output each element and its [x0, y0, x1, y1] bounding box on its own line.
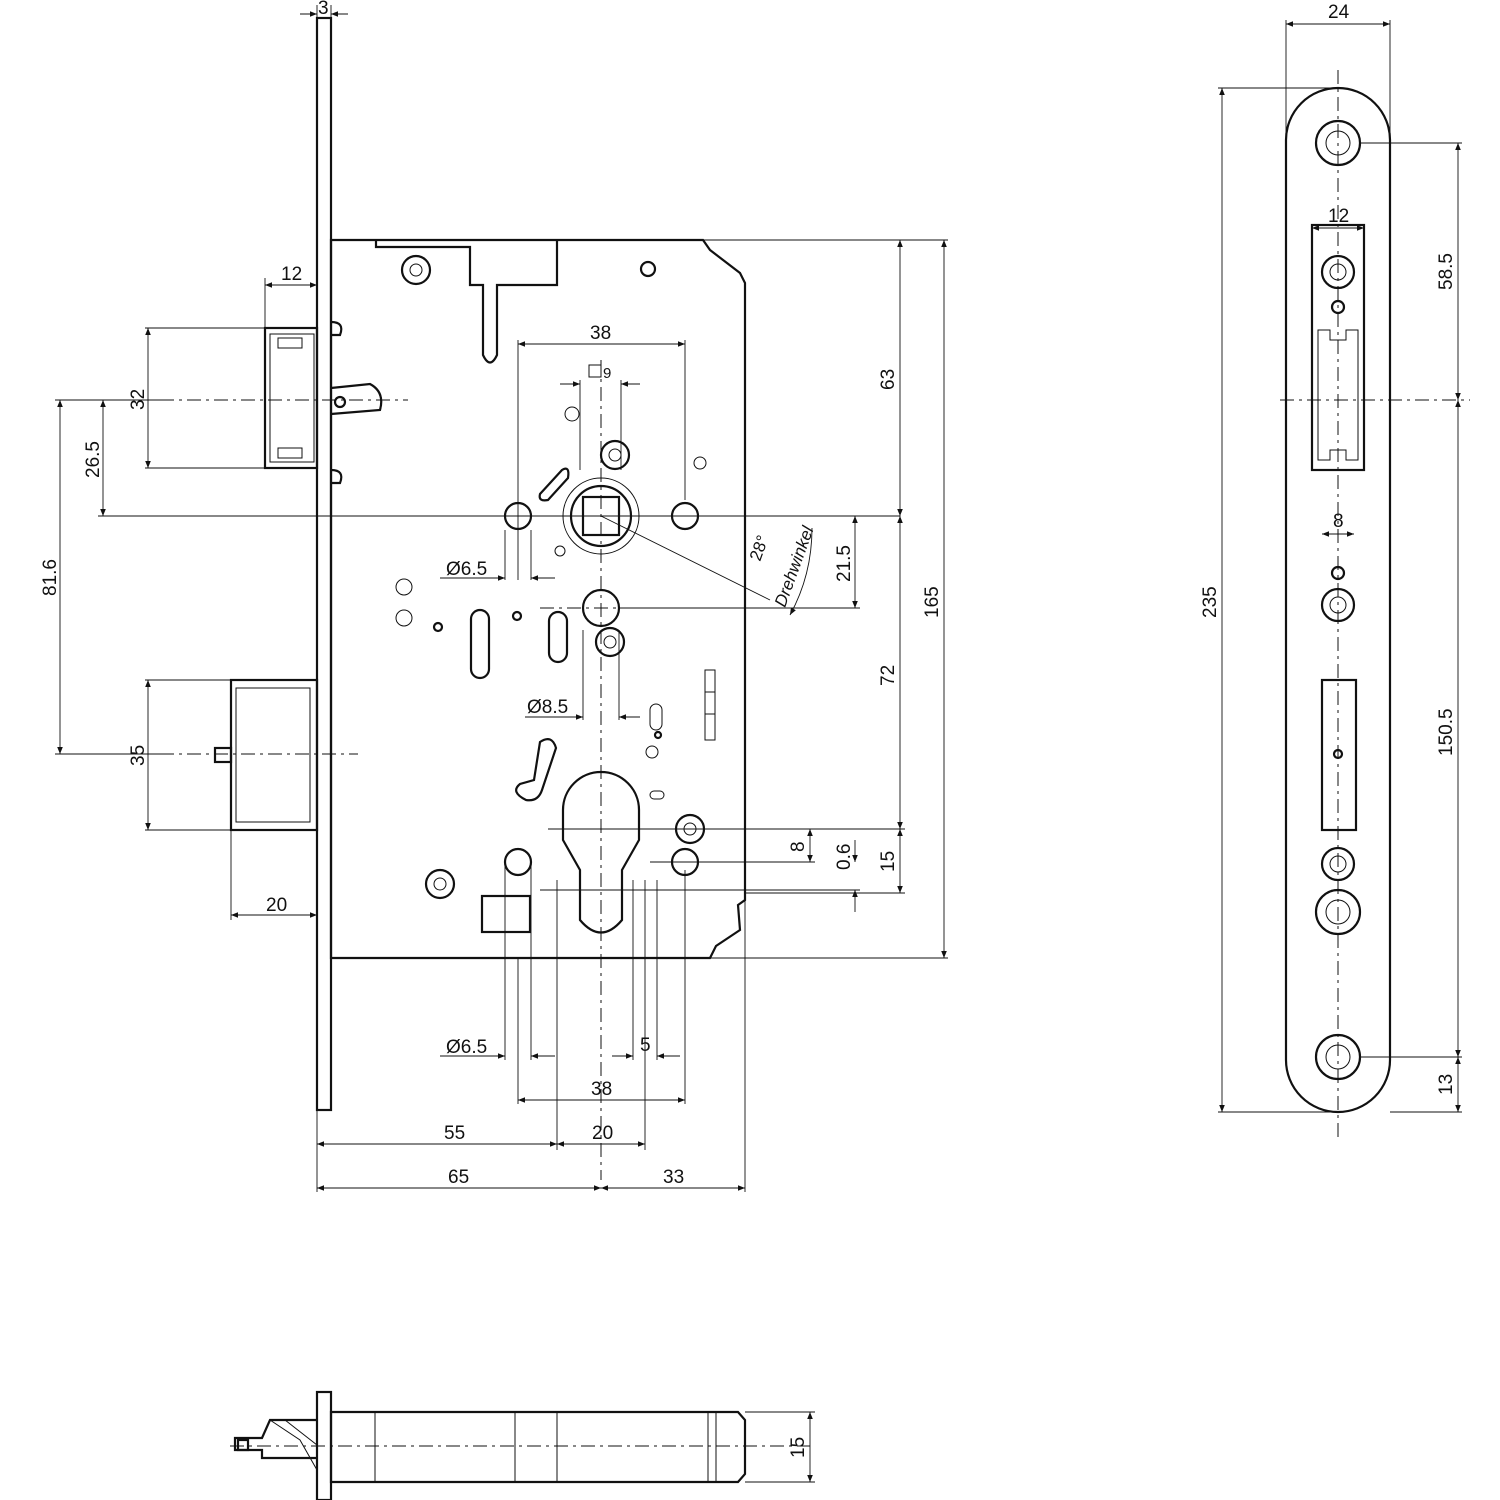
dim-165: 165: [922, 586, 943, 618]
front-view: 3 12 32 26.5 81.6 35 20 38: [40, 0, 1339, 1192]
top-tab: [374, 240, 559, 364]
latch-pivot: [333, 395, 347, 409]
dim-upper-distance: 58.5: [1436, 253, 1457, 290]
torx-screw-middle: [1320, 587, 1356, 623]
dim-latch-height: 32: [128, 389, 149, 410]
rotation-angle: 28°: [746, 533, 773, 564]
dim-deadbolt-throw: 20: [266, 895, 287, 916]
rotation-label: Drehwinkel: [771, 523, 818, 610]
dim-total-length: 235: [1200, 586, 1221, 618]
slot: [469, 608, 491, 680]
hole: [693, 456, 707, 470]
deadbolt: [213, 678, 319, 832]
dim-65: 65: [448, 1167, 469, 1188]
faceplate: [315, 16, 333, 1112]
hole: [432, 621, 444, 633]
side-view: 24 12 58.5 8 235 150.5 13: [1200, 2, 1470, 1114]
upper-latch-slot: [1310, 223, 1366, 472]
latch-bolt: [263, 320, 343, 485]
dim-faceplate-thickness: 3: [318, 0, 329, 19]
slot: [649, 790, 665, 800]
spring-block: [704, 669, 716, 741]
dim-8: 8: [788, 841, 809, 852]
actuator-block: [480, 894, 532, 934]
dim-follower-spacing-top: 38: [590, 323, 611, 344]
bottom-view: 15: [230, 1390, 815, 1500]
hole: [395, 578, 413, 596]
dim-lower-slot-width: 8: [1333, 511, 1344, 532]
hole: [639, 260, 657, 278]
slot: [547, 610, 569, 664]
torx-screw-upper: [1320, 254, 1356, 290]
dim-63: 63: [878, 369, 899, 390]
dim-21-5: 21.5: [834, 545, 855, 582]
hole: [645, 745, 659, 759]
dim-55: 55: [444, 1123, 465, 1144]
dim-end-distance: 13: [1436, 1074, 1457, 1095]
dim-deadbolt-height: 35: [128, 745, 149, 766]
torx-screw-bottom-left: [424, 868, 456, 900]
lower-deadbolt-slot: [1320, 678, 1358, 832]
torx-screw-lower: [1320, 846, 1356, 882]
dim-follower-spacing-bottom: 38: [591, 1079, 612, 1100]
dim-0-6: 0.6: [834, 844, 855, 870]
dim-5: 5: [640, 1035, 651, 1056]
dim-backset-distance: 81.6: [40, 559, 61, 596]
dim-hole-dia-middle: Ø8.5: [527, 697, 568, 718]
slot: [649, 703, 663, 731]
torx-screw-bottom-upper: [1314, 888, 1362, 936]
lock-case: [329, 238, 747, 960]
bottom-latch: [233, 1418, 317, 1460]
hole: [554, 545, 566, 557]
hook-lever: [515, 738, 558, 802]
dim-hole-dia-upper: Ø6.5: [446, 559, 487, 580]
torx-screw-top-left: [400, 254, 432, 286]
dim-15: 15: [878, 851, 899, 872]
dim-hole-dia-lower: Ø6.5: [446, 1037, 487, 1058]
latch-lever: [330, 382, 383, 416]
torx-screw-mid: [594, 626, 626, 658]
faceplate-outline: [1284, 86, 1392, 1114]
dim-side-width: 24: [1328, 2, 1350, 23]
dim-latch-width: 12: [281, 264, 302, 285]
hole: [653, 730, 663, 740]
dim-latch-offset: 26.5: [83, 441, 104, 478]
dim-20: 20: [592, 1123, 613, 1144]
hole: [395, 609, 413, 627]
bottom-case: [329, 1410, 747, 1484]
hole: [511, 610, 523, 622]
dim-upper-slot-width: 12: [1328, 206, 1349, 227]
dim-bottom-thickness: 15: [788, 1437, 809, 1458]
hole-lower-left: [503, 847, 533, 877]
hole: [564, 406, 580, 422]
torx-screw-upper-mid: [599, 439, 631, 471]
slot: [538, 467, 570, 502]
dim-follower-square: 9: [603, 365, 611, 382]
dim-33: 33: [663, 1167, 684, 1188]
dim-72: 72: [878, 665, 899, 686]
dim-lower-distance: 150.5: [1436, 708, 1457, 756]
